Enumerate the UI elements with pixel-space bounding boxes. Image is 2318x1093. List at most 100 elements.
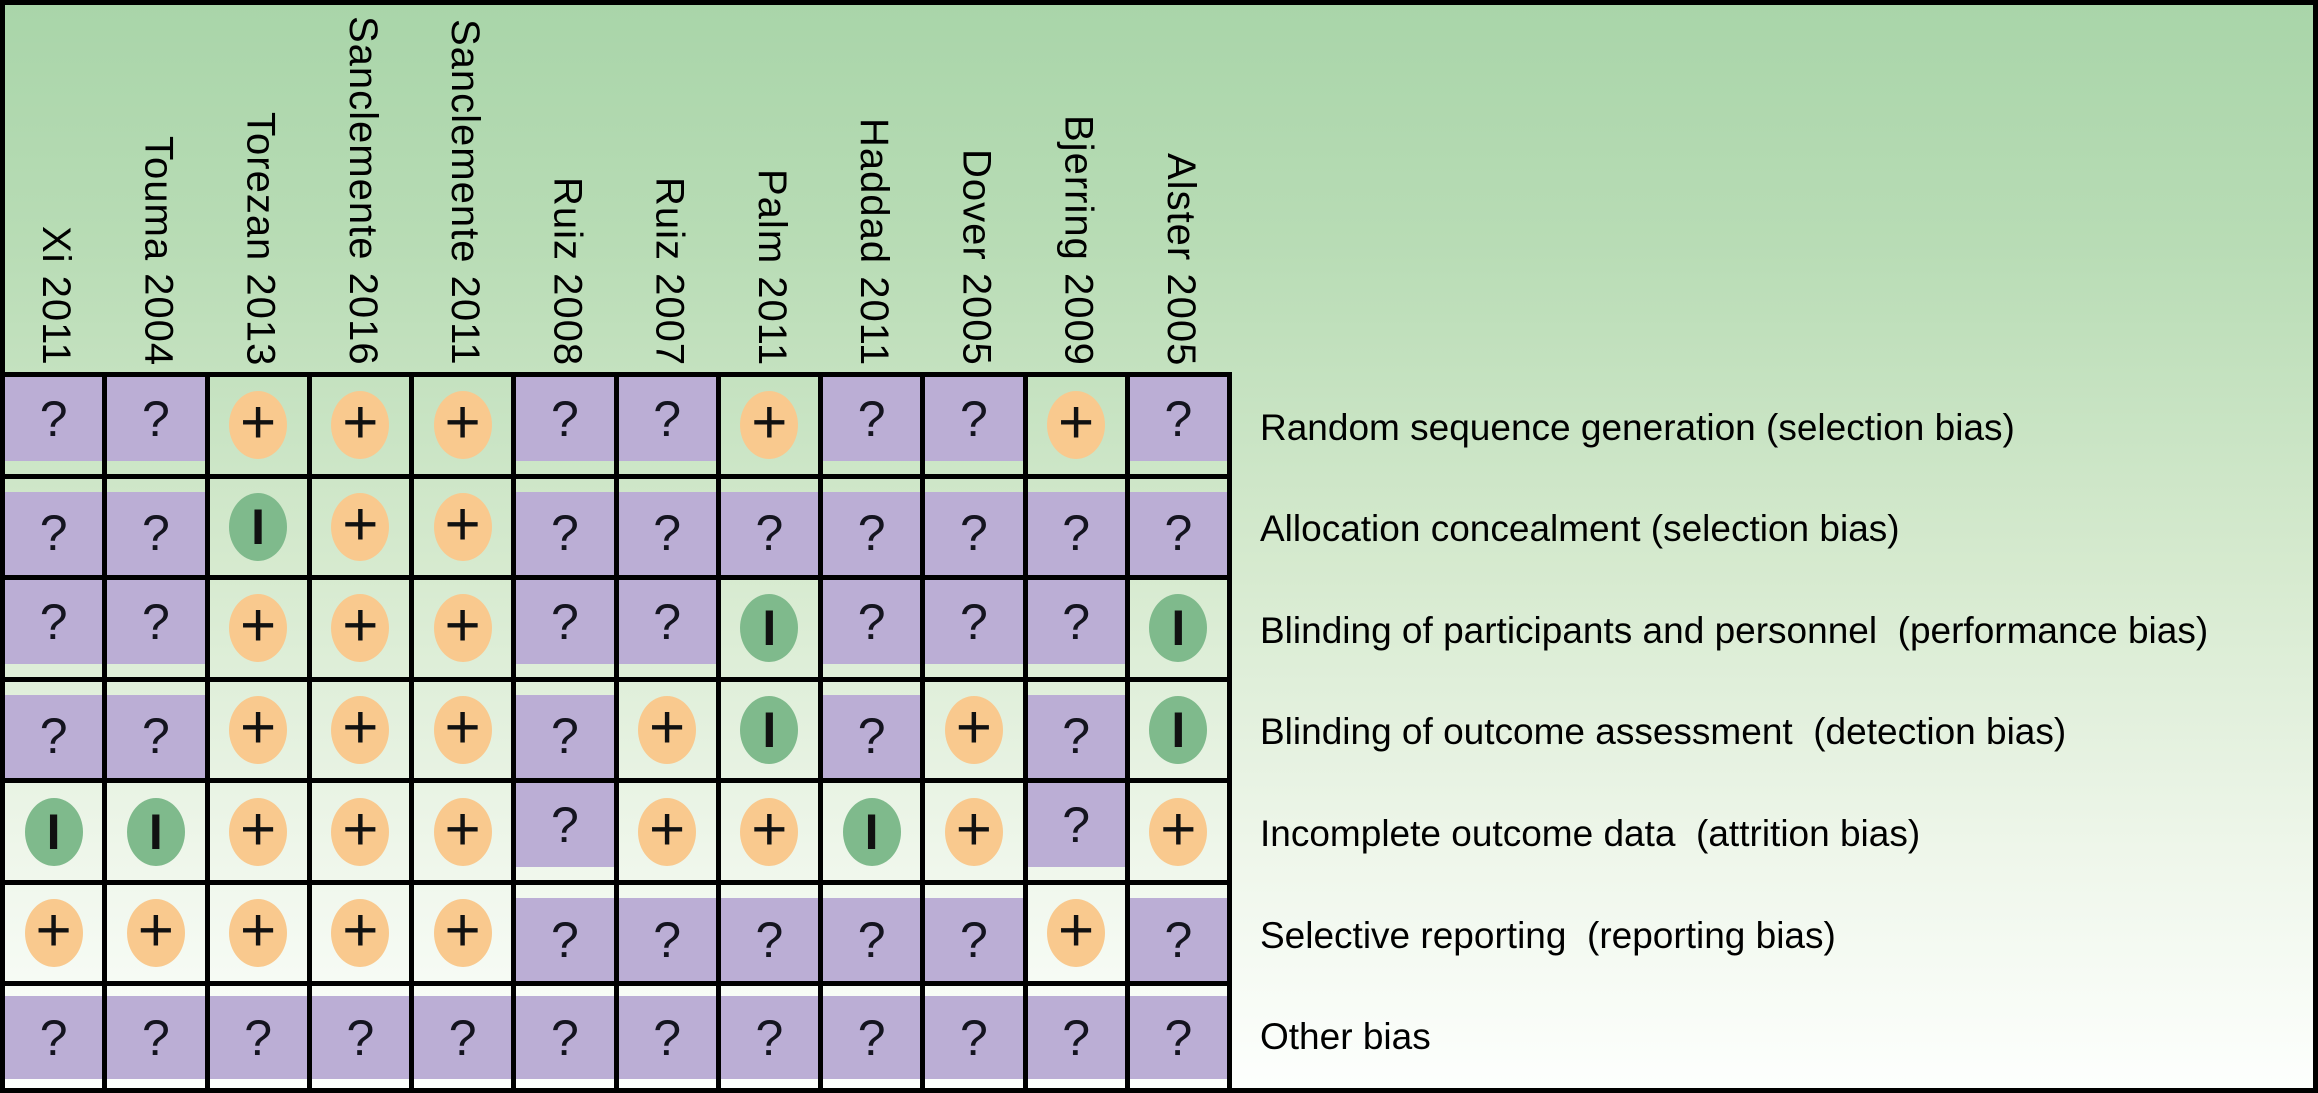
plus-risk-circle: + [331, 489, 390, 561]
plus-risk-circle: + [433, 794, 492, 866]
risk-cell-r6-c1: + [5, 884, 108, 987]
study-header-col-2: Touma 2004 [107, 5, 209, 372]
risk-cell-r2-c11: ? [1027, 478, 1130, 581]
unclear-risk-square: ? [1027, 996, 1125, 1079]
risk-cell-r3-c3: + [209, 580, 312, 682]
question-mark-symbol: ? [1164, 505, 1193, 562]
plus-symbol: + [1058, 896, 1095, 966]
risk-cell-r6-c10: ? [925, 884, 1028, 987]
risk-cell-r2-c7: ? [618, 478, 721, 581]
study-header-col-11: Bjerring 2009 [1028, 5, 1130, 372]
plus-symbol: + [342, 489, 379, 559]
risk-cell-r4-c11: ? [1027, 681, 1130, 784]
risk-cell-r5-c2: I [107, 783, 210, 885]
risk-cell-r6-c7: ? [618, 884, 721, 987]
risk-cell-r2-c5: + [414, 478, 517, 581]
plus-symbol: + [137, 896, 174, 966]
risk-cell-r4-c1: ? [5, 681, 108, 784]
question-mark-symbol: ? [857, 593, 886, 650]
plus-risk-circle: + [638, 692, 697, 764]
i-risk-circle: I [740, 695, 799, 764]
risk-cell-r5-c7: + [618, 783, 721, 885]
risk-cell-r2-c4: + [311, 478, 414, 581]
i-symbol: I [762, 600, 777, 657]
plus-symbol: + [444, 896, 481, 966]
plus-symbol: + [955, 794, 992, 864]
unclear-risk-square: ? [823, 694, 921, 779]
plus-risk-circle: + [638, 797, 697, 866]
study-header-label: Dover 2005 [954, 149, 999, 366]
plus-symbol: + [342, 896, 379, 966]
risk-cell-r7-c1: ? [5, 986, 108, 1088]
plus-symbol: + [444, 794, 481, 864]
question-mark-symbol: ? [755, 1009, 784, 1066]
question-mark-symbol: ? [1062, 505, 1091, 562]
risk-cell-r5-c9: I [823, 783, 926, 885]
question-mark-symbol: ? [39, 505, 68, 562]
question-mark-symbol: ? [755, 911, 784, 968]
risk-cell-r2-c12: ? [1129, 478, 1232, 581]
plus-risk-circle: + [331, 594, 390, 663]
study-header-label: Sanclemente 2011 [443, 19, 488, 366]
question-mark-symbol: ? [39, 593, 68, 650]
plus-symbol: + [649, 692, 686, 762]
question-mark-symbol: ? [857, 911, 886, 968]
risk-cell-r2-c3: I [209, 478, 312, 581]
question-mark-symbol: ? [1062, 593, 1091, 650]
plus-risk-circle: + [331, 896, 390, 968]
question-mark-symbol: ? [550, 1009, 579, 1066]
risk-grid: ??+++??+??+???I++?????????+++??I???I??++… [5, 372, 1232, 1088]
question-mark-symbol: ? [653, 505, 682, 562]
question-mark-symbol: ? [1062, 797, 1091, 854]
question-mark-symbol: ? [857, 390, 886, 447]
question-mark-symbol: ? [244, 1009, 273, 1066]
plus-risk-circle: + [1047, 388, 1106, 460]
question-mark-symbol: ? [1164, 911, 1193, 968]
i-symbol: I [864, 803, 879, 860]
risk-cell-r6-c6: ? [516, 884, 619, 987]
risk-cell-r1-c10: ? [925, 377, 1028, 479]
risk-cell-r2-c1: ? [5, 478, 108, 581]
study-header-col-8: Palm 2011 [721, 5, 823, 372]
plus-risk-circle: + [229, 899, 288, 968]
unclear-risk-square: ? [5, 996, 103, 1079]
plus-symbol: + [1058, 388, 1095, 458]
unclear-risk-square: ? [516, 783, 614, 867]
question-mark-symbol: ? [346, 1009, 375, 1066]
unclear-risk-square: ? [618, 377, 716, 461]
unclear-risk-square: ? [1129, 377, 1227, 461]
risk-cell-r4-c12: I [1129, 681, 1232, 784]
risk-cell-r6-c11: + [1027, 884, 1130, 987]
i-risk-circle: I [842, 797, 901, 866]
plus-symbol: + [240, 794, 277, 864]
i-risk-circle: I [126, 797, 185, 866]
risk-cell-r5-c4: + [311, 783, 414, 885]
unclear-risk-square: ? [5, 491, 103, 576]
bias-row-label-4: Blinding of outcome assessment (detectio… [1260, 711, 2067, 753]
risk-cell-r4-c8: I [720, 681, 823, 784]
bias-row-label-2: Allocation concealment (selection bias) [1260, 508, 1900, 550]
question-mark-symbol: ? [141, 593, 170, 650]
risk-cell-r6-c8: ? [720, 884, 823, 987]
unclear-risk-square: ? [107, 491, 205, 576]
question-mark-symbol: ? [653, 593, 682, 650]
study-header-col-6: Ruiz 2008 [516, 5, 618, 372]
question-mark-symbol: ? [39, 708, 68, 765]
question-mark-symbol: ? [550, 593, 579, 650]
risk-cell-r6-c12: ? [1129, 884, 1232, 987]
unclear-risk-square: ? [516, 580, 614, 664]
risk-cell-r1-c12: ? [1129, 377, 1232, 479]
risk-cell-r7-c11: ? [1027, 986, 1130, 1088]
risk-cell-r1-c11: + [1027, 377, 1130, 479]
question-mark-symbol: ? [141, 708, 170, 765]
plus-symbol: + [444, 388, 481, 458]
risk-cell-r4-c10: + [925, 681, 1028, 784]
unclear-risk-square: ? [823, 580, 921, 664]
question-mark-symbol: ? [550, 390, 579, 447]
question-mark-symbol: ? [1164, 1009, 1193, 1066]
unclear-risk-square: ? [516, 491, 614, 576]
unclear-risk-square: ? [107, 580, 205, 664]
risk-cell-r6-c4: + [311, 884, 414, 987]
risk-cell-r1-c6: ? [516, 377, 619, 479]
